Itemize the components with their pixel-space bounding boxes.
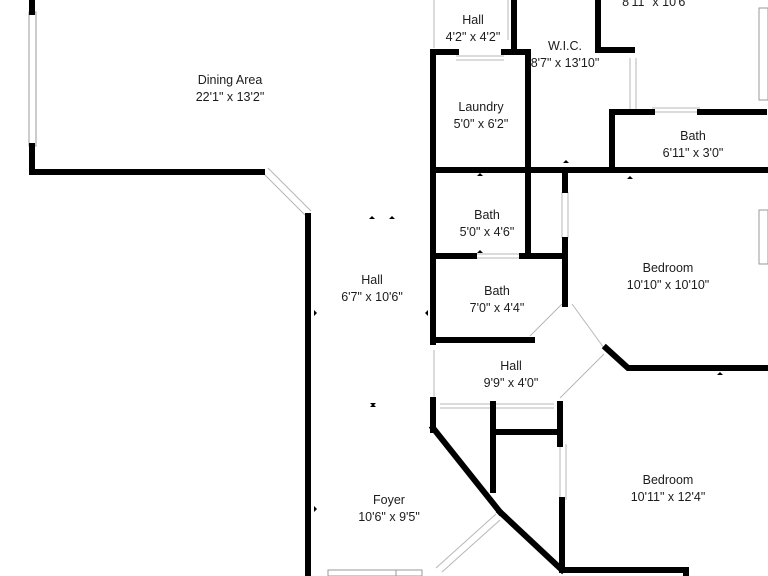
room-hall-top: Hall 4'2" x 4'2" [446,13,501,44]
room-name: Bath [474,208,500,222]
room-dims: 10'6" x 9'5" [358,510,420,524]
room-top-right: 8'11" x 10'6" [622,0,690,9]
room-hall-lower: Hall 9'9" x 4'0" [484,359,539,390]
room-dims: 7'0" x 4'4" [470,301,525,315]
room-name: Bedroom [643,261,694,275]
window-dining-left [28,11,37,147]
room-name: Dining Area [198,73,263,87]
room-name: Bath [680,129,706,143]
room-bedroom-upper: Bedroom 10'10" x 10'10" [627,261,709,292]
room-bath-lower: Bath 7'0" x 4'4" [470,284,525,315]
room-name: Foyer [373,493,405,507]
door-foyer-bottom [395,569,423,576]
room-name: Hall [462,13,484,27]
room-dims: 5'0" x 4'6" [460,225,515,239]
tick-marks [314,160,723,512]
room-dims: 8'11" x 10'6" [622,0,690,9]
window-right-top [758,7,768,101]
room-dims: 4'2" x 4'2" [446,30,501,44]
room-bath-mid: Bath 5'0" x 4'6" [460,208,515,239]
room-name: Bedroom [643,473,694,487]
room-dims: 6'7" x 10'6" [341,290,403,304]
window-foyer-bottom [327,569,397,576]
room-name: W.I.C. [548,39,582,53]
room-hall-main: Hall 6'7" x 10'6" [341,273,403,304]
room-dims: 8'7" x 13'10" [531,56,600,70]
window-right-mid [758,209,768,265]
room-name: Hall [361,273,383,287]
doors [261,0,700,573]
room-name: Bath [484,284,510,298]
room-dims: 22'1" x 13'2" [196,90,265,104]
room-wic: W.I.C. 8'7" x 13'10" [531,39,600,70]
room-dining-area: Dining Area 22'1" x 13'2" [196,73,265,104]
walls [29,0,768,576]
room-dims: 9'9" x 4'0" [484,376,539,390]
room-bath-right: Bath 6'11" x 3'0" [663,129,724,160]
room-bedroom-lower: Bedroom 10'11" x 12'4" [631,473,706,504]
room-dims: 10'11" x 12'4" [631,490,706,504]
room-laundry: Laundry 5'0" x 6'2" [454,100,509,131]
room-name: Hall [500,359,522,373]
room-name: Laundry [458,100,504,114]
room-foyer: Foyer 10'6" x 9'5" [358,493,420,524]
room-dims: 10'10" x 10'10" [627,278,709,292]
room-dims: 5'0" x 6'2" [454,117,509,131]
room-dims: 6'11" x 3'0" [663,146,724,160]
